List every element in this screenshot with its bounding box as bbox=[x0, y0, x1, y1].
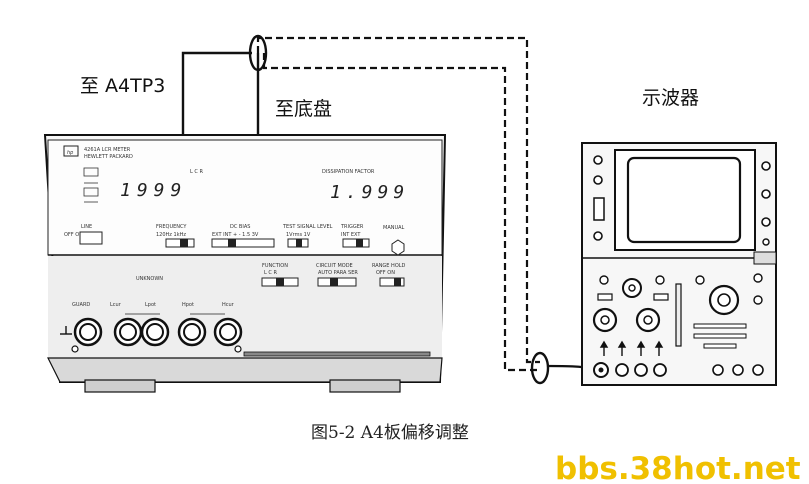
line-label: LINE bbox=[81, 224, 92, 230]
dissipation-label: DISSIPATION FACTOR bbox=[322, 169, 375, 175]
function-label: FUNCTION bbox=[262, 263, 288, 269]
indicator-box-icon bbox=[83, 187, 99, 197]
range-hold-label: RANGE HOLD bbox=[372, 263, 406, 269]
bnc-terminal-hpot[interactable] bbox=[177, 317, 207, 347]
battery-icon bbox=[83, 167, 99, 177]
scope-knob-timebase[interactable] bbox=[708, 284, 740, 316]
circuit-mode-label: CIRCUIT MODE bbox=[316, 263, 353, 269]
frequency-options: 120Hz 1kHz bbox=[156, 232, 186, 238]
manual-trigger-button[interactable] bbox=[391, 239, 405, 256]
terminal-label-lcur: Lcur bbox=[110, 302, 122, 308]
cable-clamp-top bbox=[248, 34, 268, 72]
meter-brand: HEWLETT PACKARD bbox=[84, 154, 133, 160]
meter-model: 4261A LCR METER bbox=[84, 147, 131, 153]
line-power-button[interactable] bbox=[79, 231, 103, 245]
manual-label: MANUAL bbox=[383, 225, 405, 231]
trigger-label: TRIGGER bbox=[340, 224, 364, 230]
line-off-on: OFF ON bbox=[64, 232, 83, 238]
meter-nameplate bbox=[243, 351, 431, 357]
dissipation-display: 1.999 bbox=[330, 182, 409, 203]
dc-bias-switch[interactable] bbox=[211, 238, 275, 248]
scope-input-4[interactable] bbox=[653, 363, 667, 377]
lcr-meter: hp 4261A LCR METER HEWLETT PACKARD L C R… bbox=[43, 134, 447, 393]
scope-input-2[interactable] bbox=[615, 363, 629, 377]
meter-foot-right bbox=[329, 379, 401, 393]
circuit-mode-options: AUTO PARA SER bbox=[318, 270, 358, 276]
bnc-terminal-hcur[interactable] bbox=[213, 317, 243, 347]
frequency-label: FREQUENCY bbox=[156, 224, 187, 230]
cable-clamp-bottom bbox=[530, 351, 550, 385]
test-signal-options: 1Vrms 1V bbox=[286, 232, 311, 238]
wire-to-a4tp3 bbox=[181, 51, 252, 135]
scope-knob-ch2-gain[interactable] bbox=[635, 307, 661, 333]
range-hold-options: OFF ON bbox=[376, 270, 395, 276]
figure-caption: 图5-2 A4板偏移调整 bbox=[311, 423, 469, 443]
trigger-options: INT EXT bbox=[341, 232, 361, 238]
label-to-chassis: 至底盘 bbox=[275, 98, 332, 120]
watermark: bbs.38hot.net bbox=[555, 451, 801, 484]
dc-bias-label: DC BIAS bbox=[230, 224, 250, 230]
scope-input-ch1[interactable] bbox=[593, 362, 609, 378]
bnc-terminal-lcur[interactable] bbox=[113, 317, 143, 347]
scope-knob-ch1-gain[interactable] bbox=[592, 307, 618, 333]
meter-base bbox=[47, 357, 443, 383]
scope-input-3[interactable] bbox=[634, 363, 648, 377]
lcr-display: 1999 bbox=[120, 180, 187, 201]
label-oscilloscope: 示波器 bbox=[642, 87, 699, 109]
function-options: L C R bbox=[264, 270, 277, 276]
terminal-label-lpot: Lpot bbox=[145, 302, 156, 308]
terminal-label-hcur: Hcur bbox=[222, 302, 235, 308]
hp-logo-icon bbox=[63, 145, 79, 157]
lcr-label: L C R bbox=[190, 169, 203, 175]
bnc-terminal-guard[interactable] bbox=[73, 317, 103, 347]
range-hold-switch[interactable] bbox=[379, 277, 405, 287]
oscilloscope bbox=[581, 142, 777, 386]
meter-foot-left bbox=[84, 379, 156, 393]
label-to-a4tp3: 至 A4TP3 bbox=[80, 75, 165, 97]
probe-cable-inner bbox=[262, 53, 540, 372]
dc-bias-options: EXT INT + - 1.5 3V bbox=[212, 232, 259, 238]
scope-screen bbox=[626, 156, 742, 244]
terminal-label-hpot: Hpot bbox=[182, 302, 194, 308]
scope-arrow-markers bbox=[599, 340, 664, 356]
test-signal-label: TEST SIGNAL LEVEL bbox=[282, 224, 333, 230]
guard-label: GUARD bbox=[72, 302, 90, 308]
svg-text:hp: hp bbox=[67, 150, 73, 156]
unknown-label: UNKNOWN bbox=[136, 276, 163, 282]
wires bbox=[181, 34, 597, 385]
bnc-terminal-lpot[interactable] bbox=[140, 317, 170, 347]
scope-knob-ch1-volts[interactable] bbox=[622, 278, 642, 298]
